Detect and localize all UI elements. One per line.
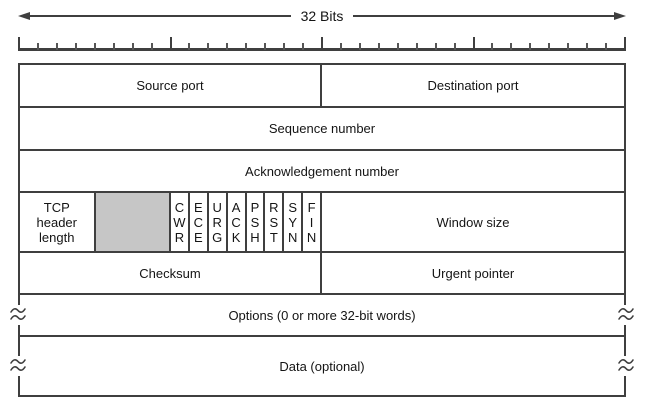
ruler-tick	[472, 37, 475, 50]
field-tcp-header-length: TCP header length	[20, 193, 96, 251]
ruler-tick	[548, 43, 551, 50]
field-flag-ece: E C E	[190, 193, 209, 251]
field-flag-rst: R S T	[265, 193, 285, 251]
field-flag-ack: A C K	[228, 193, 247, 251]
bits-width-arrow: 32 Bits	[18, 7, 626, 24]
ruler-tick	[529, 43, 532, 50]
field-flag-psh: P S H	[247, 193, 266, 251]
ruler-tick	[434, 43, 437, 50]
ruler-tick	[150, 43, 153, 50]
field-flag-urg: U R G	[209, 193, 228, 251]
ruler-tick	[358, 43, 361, 50]
row-acknowledgement: Acknowledgement number	[20, 151, 624, 193]
ruler-tick	[415, 43, 418, 50]
ruler-tick	[93, 43, 96, 50]
ruler-tick	[567, 43, 570, 50]
row-sequence: Sequence number	[20, 108, 624, 151]
field-urgent-pointer: Urgent pointer	[431, 265, 515, 281]
field-reserved	[95, 193, 171, 251]
row-checksum: Checksum Urgent pointer	[20, 253, 624, 295]
field-acknowledgement-number: Acknowledgement number	[245, 163, 399, 179]
field-destination-port: Destination port	[427, 78, 519, 93]
ruler-tick	[321, 37, 323, 50]
ruler-tick	[207, 43, 210, 50]
ruler-tick	[264, 43, 267, 50]
row-ports: Source port Destination port	[20, 65, 624, 108]
ruler-tick	[74, 43, 77, 50]
ruler-tick	[131, 43, 134, 50]
ruler-tick	[491, 43, 494, 50]
ruler-tick	[453, 43, 456, 50]
ruler-tick	[283, 43, 286, 50]
ruler-tick	[188, 43, 191, 50]
bit-ruler	[18, 36, 626, 51]
ruler-tick	[18, 37, 20, 50]
bits-label: 32 Bits	[300, 7, 344, 24]
field-flag-cwr: C W R	[171, 193, 190, 251]
arrow-right-icon	[614, 11, 626, 20]
arrow-left-icon	[18, 11, 30, 20]
field-options: Options (0 or more 32-bit words)	[228, 307, 416, 323]
ruler-tick	[245, 43, 248, 50]
ruler-tick	[586, 43, 589, 50]
field-window-size: Window size	[436, 214, 510, 230]
ruler-tick	[605, 43, 608, 50]
ruler-tick	[624, 37, 626, 50]
ruler-tick	[169, 37, 172, 50]
ruler-tick	[226, 43, 229, 50]
ruler-tick	[510, 43, 513, 50]
arrow-line-right	[353, 14, 614, 17]
ruler-tick	[112, 43, 115, 50]
ruler-tick	[36, 43, 39, 50]
field-flag-fin: F I N	[303, 193, 322, 251]
field-data: Data (optional)	[279, 358, 365, 374]
ruler-tick	[396, 43, 399, 50]
field-checksum: Checksum	[20, 253, 322, 293]
torn-edge-left-icon	[10, 305, 26, 325]
ruler-tick	[377, 43, 380, 50]
row-options: Options (0 or more 32-bit words)	[10, 295, 634, 337]
field-sequence-number: Sequence number	[268, 121, 376, 136]
arrow-line-left	[30, 14, 291, 17]
ruler-tick	[302, 43, 305, 50]
torn-edge-right-icon	[618, 305, 634, 325]
torn-edge-right-icon	[618, 356, 634, 376]
ruler-tick	[339, 43, 342, 50]
field-source-port: Source port	[20, 65, 322, 106]
torn-edge-left-icon	[10, 356, 26, 376]
ruler-tick	[55, 43, 58, 50]
row-data: Data (optional)	[10, 337, 634, 395]
field-flag-syn: S Y N	[284, 193, 304, 251]
